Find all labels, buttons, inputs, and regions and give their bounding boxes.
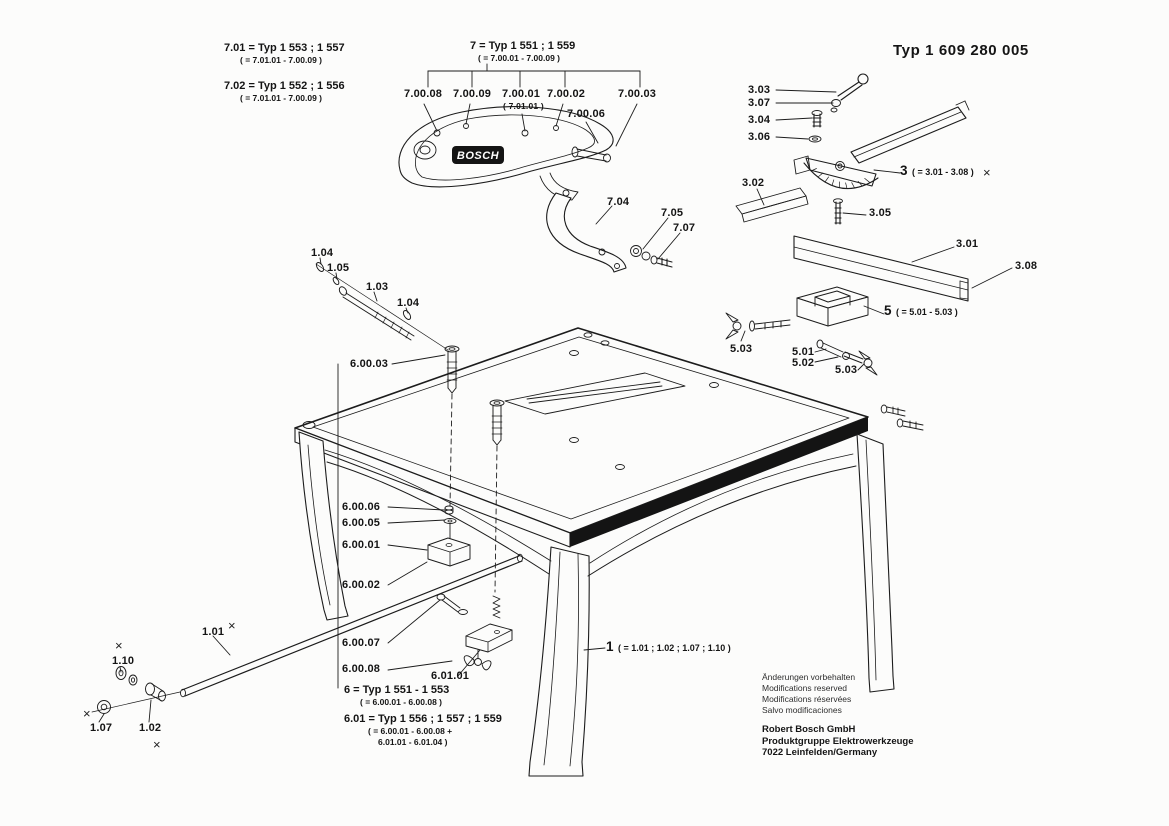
callout-1-01: 1.01 (202, 626, 225, 638)
callout-5-02: 5.02 (792, 357, 815, 369)
callout-1-04-b: 1.04 (397, 297, 420, 309)
blade-guard-drawing: BOSCH (398, 106, 673, 273)
callout-3-06: 3.06 (748, 131, 771, 143)
callout-6-00-08: 6.00.08 (342, 663, 381, 675)
callout-7-00-02: 7.00.02 (547, 88, 586, 100)
miter-gauge-drawing (735, 73, 970, 302)
leader-lines (98, 63, 1013, 723)
callout-5-01: 5.01 (792, 346, 815, 358)
callout-1-05: 1.05 (327, 262, 350, 274)
legend-group-6: 6 = Typ 1 551 - 1 553 ( = 6.00.01 - 6.00… (344, 684, 449, 707)
callout-1-10: 1.10 (112, 655, 135, 667)
document-title: Typ 1 609 280 005 (893, 42, 1029, 59)
note-es: Salvo modificaciones (762, 705, 842, 715)
company-location: 7022 Leinfelden/Germany (762, 747, 878, 758)
callout-3-01: 3.01 (956, 238, 979, 250)
group-label-5: 5 ( = 5.01 - 5.03 ) (884, 303, 958, 318)
legend-variant-6-01-name: 6.01 = Typ 1 556 ; 1 557 ; 1 559 (344, 713, 502, 725)
callout-3-05: 3.05 (869, 207, 892, 219)
legend-group-6-range: ( = 6.00.01 - 6.00.08 ) (360, 697, 442, 707)
callout-7-05: 7.05 (661, 207, 684, 219)
callout-7-00-06: 7.00.06 (567, 108, 606, 120)
callout-1-04-a: 1.04 (311, 247, 334, 259)
callout-5-03-b: 5.03 (835, 364, 858, 376)
callout-3-03: 3.03 (748, 84, 771, 96)
legend-variant-7-02: 7.02 = Typ 1 552 ; 1 556 ( = 7.01.01 - 7… (224, 80, 345, 103)
legend-variant-7-02-name: 7.02 = Typ 1 552 ; 1 556 (224, 80, 345, 92)
callout-6-00-07: 6.00.07 (342, 637, 381, 649)
legend-variant-7-02-range: ( = 7.01.01 - 7.00.09 ) (240, 93, 322, 103)
callout-1-02: 1.02 (139, 722, 162, 734)
table-shaded-edge (570, 417, 868, 547)
table-leg-front (528, 546, 590, 777)
bosch-logo-text: BOSCH (457, 150, 500, 162)
guard-bracket (546, 192, 627, 273)
note-de: Änderungen vorbehalten (762, 672, 856, 682)
legend-group-7-range: ( = 7.00.01 - 7.00.09 ) (478, 53, 560, 63)
group-label-3: 3 ( = 3.01 - 3.08 ) (900, 163, 974, 178)
pen-mark-x: × (153, 737, 161, 752)
legend-group-7-name: 7 = Typ 1 551 ; 1 559 (470, 40, 576, 52)
callout-1-03: 1.03 (366, 281, 389, 293)
legend-variant-7-01: 7.01 = Typ 1 553 ; 1 557 ( = 7.01.01 - 7… (224, 42, 345, 65)
callout-5-03-a: 5.03 (730, 343, 753, 355)
legend-variant-6-01-range2: 6.01.01 - 6.01.04 ) (378, 737, 448, 747)
callout-7-00-01: 7.00.01 (502, 88, 541, 100)
corner-bolts (880, 404, 924, 431)
company-name: Robert Bosch GmbH (762, 724, 856, 735)
legend-group-6-name: 6 = Typ 1 551 - 1 553 (344, 684, 450, 696)
pen-mark-x: × (83, 706, 91, 721)
callout-6-00-06: 6.00.06 (342, 501, 381, 513)
table-leg-left (298, 431, 349, 621)
legend-variant-7-01-range: ( = 7.01.01 - 7.00.09 ) (240, 55, 322, 65)
callout-3-02: 3.02 (742, 177, 765, 189)
callout-6-00-03: 6.00.03 (350, 358, 389, 370)
rod-drawing (91, 262, 523, 714)
note-fr: Modifications réservées (762, 694, 852, 704)
modification-notes: Änderungen vorbehalten Modifications res… (762, 672, 855, 716)
legend-variant-6-01-range1: ( = 6.00.01 - 6.00.08 + (368, 726, 453, 736)
callout-7-00-08: 7.00.08 (404, 88, 443, 100)
callout-7-04: 7.04 (607, 196, 630, 208)
foot-parts-drawing (427, 345, 513, 671)
bosch-badge (452, 146, 504, 164)
note-en: Modifications reserved (762, 683, 848, 693)
callout-6-00-01: 6.00.01 (342, 539, 381, 551)
company-address: Robert Bosch GmbH Produktgruppe Elektrow… (762, 724, 914, 759)
callout-1-07: 1.07 (90, 722, 113, 734)
callout-6-00-02: 6.00.02 (342, 579, 381, 591)
pen-mark-x: × (115, 638, 123, 653)
callout-7-00-09: 7.00.09 (453, 88, 492, 100)
callout-3-04: 3.04 (748, 114, 771, 126)
legend-group-7: 7 = Typ 1 551 ; 1 559 ( = 7.00.01 - 7.00… (470, 40, 575, 63)
legend-variant-7-01-name: 7.01 = Typ 1 553 ; 1 557 (224, 42, 345, 54)
callout-6-00-05: 6.00.05 (342, 517, 381, 529)
callout-7-07: 7.07 (673, 222, 696, 234)
callout-3-07: 3.07 (748, 97, 771, 109)
pen-mark-x: × (228, 618, 236, 633)
pen-mark-x: × (983, 165, 991, 180)
callout-3-08: 3.08 (1015, 260, 1038, 272)
callout-7-01-01: ( 7.01.01 ) (503, 101, 544, 111)
table-leg-right (856, 433, 895, 693)
table-drawing (294, 327, 924, 777)
clamp-drawing (725, 286, 878, 376)
company-division: Produktgruppe Elektrowerkzeuge (762, 735, 914, 747)
callout-7-00-03: 7.00.03 (618, 88, 657, 100)
callout-6-01-01: 6.01.01 (431, 670, 470, 682)
legend-variant-6-01: 6.01 = Typ 1 556 ; 1 557 ; 1 559 ( = 6.0… (344, 713, 502, 747)
group-label-1: 1 ( = 1.01 ; 1.02 ; 1.07 ; 1.10 ) (606, 639, 731, 654)
